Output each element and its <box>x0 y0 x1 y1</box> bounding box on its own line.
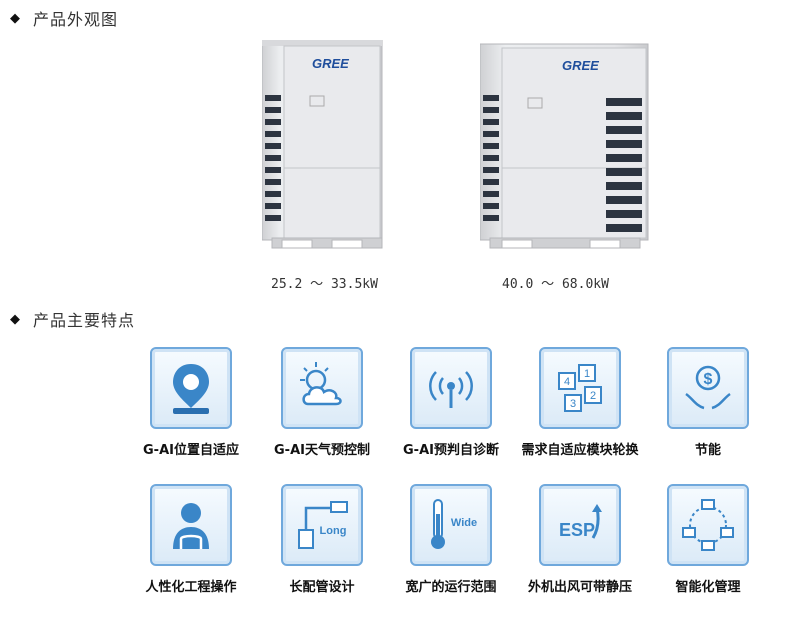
thermometer-icon: Wide <box>410 484 492 566</box>
feature-label: 智能化管理 <box>675 580 741 595</box>
weather-icon <box>281 347 363 429</box>
signal-icon <box>410 347 492 429</box>
network-icon <box>667 484 749 566</box>
brand-logo: GREE <box>312 56 349 71</box>
product-caption: 25.2 ～ 33.5kW <box>271 277 378 292</box>
feature-item: $ 节能 <box>643 347 773 458</box>
feature-label: 长配管设计 <box>289 580 355 595</box>
esp-icon: ESP <box>539 484 621 566</box>
module-rotation-icon: 4 1 3 2 <box>539 347 621 429</box>
section-header-features: ◆ 产品主要特点 <box>10 307 135 331</box>
feature-item: G-AI天气预控制 <box>257 347 387 458</box>
feature-label: G-AI位置自适应 <box>143 443 239 458</box>
feature-label: 节能 <box>694 443 721 458</box>
dollar-icon: $ <box>704 371 713 388</box>
module-number: 2 <box>590 390 596 402</box>
long-text: Long <box>320 525 347 537</box>
section-title: 产品外观图 <box>33 10 119 29</box>
product-image-small: GREE <box>261 39 397 255</box>
module-number: 1 <box>584 368 590 380</box>
esp-text: ESP <box>559 520 595 540</box>
module-number: 4 <box>564 376 570 388</box>
feature-item: G-AI位置自适应 <box>126 347 256 458</box>
feature-item: 智能化管理 <box>643 484 773 595</box>
feature-item: 人性化工程操作 <box>126 484 256 595</box>
diamond-bullet-icon: ◆ <box>10 10 21 26</box>
product-caption: 40.0 ～ 68.0kW <box>502 277 609 292</box>
feature-label: 需求自适应模块轮换 <box>521 443 639 458</box>
feature-label: 外机出风可带静压 <box>527 580 632 595</box>
feature-item: Long 长配管设计 <box>257 484 387 595</box>
brand-logo: GREE <box>562 58 599 73</box>
product-image-large: GREE <box>479 40 650 255</box>
feature-label: G-AI天气预控制 <box>274 443 370 458</box>
feature-label: 人性化工程操作 <box>145 580 237 595</box>
feature-item: G-AI预判自诊断 <box>386 347 516 458</box>
long-piping-icon: Long <box>281 484 363 566</box>
section-title: 产品主要特点 <box>33 311 136 330</box>
energy-saving-icon: $ <box>667 347 749 429</box>
feature-label: G-AI预判自诊断 <box>403 443 499 458</box>
feature-item: 4 1 3 2 需求自适应模块轮换 <box>515 347 645 458</box>
module-number: 3 <box>570 398 576 410</box>
person-icon <box>150 484 232 566</box>
location-pin-icon <box>150 347 232 429</box>
feature-item: ESP 外机出风可带静压 <box>515 484 645 595</box>
feature-label: 宽广的运行范围 <box>405 580 497 595</box>
wide-text: Wide <box>451 517 477 529</box>
feature-item: Wide 宽广的运行范围 <box>386 484 516 595</box>
diamond-bullet-icon: ◆ <box>10 311 21 327</box>
section-header-appearance: ◆ 产品外观图 <box>10 6 118 30</box>
